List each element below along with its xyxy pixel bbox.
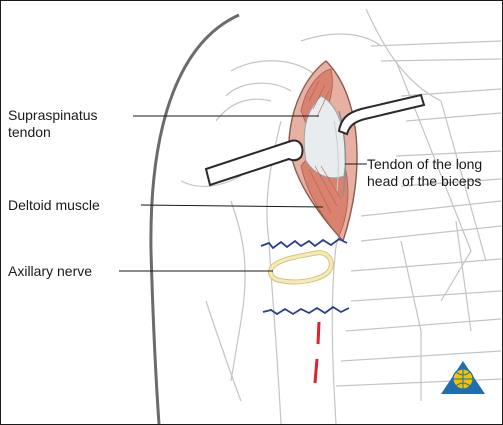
label-deltoid-text: Deltoid muscle [8, 197, 100, 214]
label-axillary-nerve: Axillary nerve [8, 263, 92, 280]
incision-mark-upper [318, 322, 319, 344]
incision-mark-lower [315, 359, 317, 383]
neck-outline [366, 9, 441, 101]
label-biceps-line1: Tendon of the long [367, 156, 482, 173]
ao-foundation-globe-logo [441, 361, 485, 394]
body-outline [151, 15, 239, 424]
label-biceps-line2: head of the biceps [367, 173, 482, 190]
label-supraspinatus-tendon: Supraspinatus tendon [8, 107, 98, 141]
label-supraspinatus-line1: Supraspinatus [8, 107, 98, 124]
retractor-lower [206, 140, 303, 185]
label-axillary-text: Axillary nerve [8, 263, 92, 280]
suture-upper [261, 239, 347, 248]
bone-outlines [181, 34, 381, 424]
suture-lower [263, 307, 349, 314]
label-deltoid-muscle: Deltoid muscle [8, 197, 100, 214]
label-supraspinatus-line2: tendon [8, 124, 98, 141]
label-tendon-long-head-biceps: Tendon of the long head of the biceps [367, 156, 482, 190]
